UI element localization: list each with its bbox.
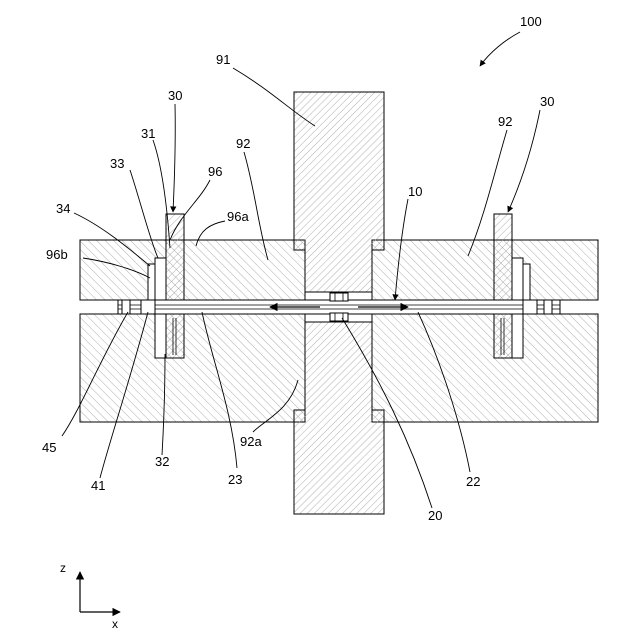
label-part-20: 20 bbox=[428, 508, 442, 523]
label-block-92-right: 92 bbox=[498, 114, 512, 129]
shaft-rod bbox=[118, 300, 560, 314]
label-part-34: 34 bbox=[56, 201, 70, 216]
label-part-45: 45 bbox=[42, 440, 56, 455]
right-block-92 bbox=[372, 240, 598, 422]
label-part-22: 22 bbox=[466, 474, 480, 489]
axis-z-label: z bbox=[60, 561, 66, 575]
label-device-100: 100 bbox=[520, 14, 542, 29]
axis-x-label: x bbox=[112, 617, 118, 631]
label-part-31: 31 bbox=[141, 126, 155, 141]
label-bracket-30-left: 30 bbox=[168, 88, 182, 103]
label-part-96: 96 bbox=[208, 164, 222, 179]
coordinate-axes: z x bbox=[60, 561, 120, 631]
left-end-cap-45 bbox=[122, 300, 130, 314]
label-part-96b: 96b bbox=[46, 247, 68, 262]
coupling-20-bottom bbox=[330, 313, 348, 321]
label-part-41: 41 bbox=[91, 478, 105, 493]
label-part-92a: 92a bbox=[240, 434, 262, 449]
label-bracket-30-right: 30 bbox=[540, 94, 554, 109]
label-part-23: 23 bbox=[228, 472, 242, 487]
coupling-20-top bbox=[330, 293, 348, 301]
label-wall-91: 91 bbox=[216, 52, 230, 67]
label-part-32: 32 bbox=[155, 454, 169, 469]
label-block-92-left: 92 bbox=[236, 136, 250, 151]
label-assembly-10: 10 bbox=[408, 184, 422, 199]
label-part-96a: 96a bbox=[227, 209, 249, 224]
left-block-92 bbox=[80, 240, 305, 422]
right-end-cap bbox=[544, 300, 552, 314]
label-part-33: 33 bbox=[110, 156, 124, 171]
